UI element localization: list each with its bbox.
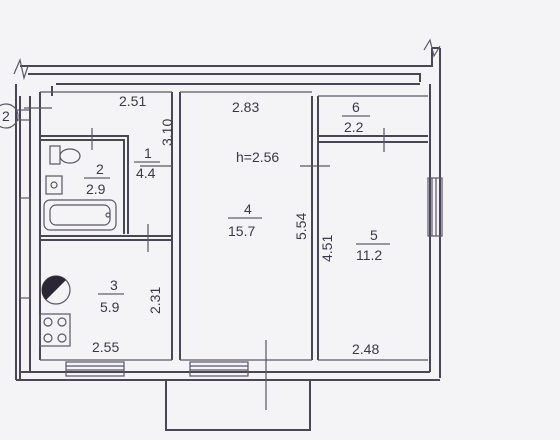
- toilet-icon: [49, 145, 81, 165]
- room-2-number: 2: [96, 161, 104, 177]
- ceiling-height: h=2.56: [236, 149, 279, 165]
- stove-icon: [39, 313, 71, 347]
- room-5-area: 11.2: [356, 247, 382, 263]
- room-2-area: 2.9: [86, 181, 106, 197]
- room-1-number: 1: [144, 145, 152, 161]
- room-6-number: 6: [352, 99, 360, 115]
- room-5-number: 5: [370, 227, 378, 243]
- break-symbol: [423, 38, 441, 58]
- dim-room5-side: 4.51: [319, 235, 335, 262]
- sink-icon: [45, 175, 63, 195]
- room-6-area: 2.2: [344, 119, 364, 135]
- room-3-number: 3: [110, 277, 118, 293]
- room-4-area: 15.7: [228, 223, 255, 239]
- axis-marker-label: 2: [2, 108, 10, 124]
- dim-corridor-top: 2.51: [119, 93, 146, 109]
- room-4-number: 4: [244, 201, 252, 217]
- windows: [19, 177, 443, 377]
- room-3-area: 5.9: [100, 299, 120, 315]
- dim-room3-side: 2.31: [147, 287, 163, 314]
- dim-room3-bottom: 2.55: [92, 339, 119, 355]
- dim-room4-top: 2.83: [232, 99, 259, 115]
- axis-marker: [0, 103, 19, 129]
- dim-room4-side: 5.54: [293, 213, 309, 240]
- door-ticks: [24, 107, 385, 410]
- dim-room1-side: 3.10: [159, 119, 175, 146]
- outer-walls: [15, 47, 441, 431]
- break-symbol-left: [13, 58, 29, 81]
- dim-room5-bottom: 2.48: [352, 341, 379, 357]
- bathtub-icon: [43, 199, 117, 231]
- room-1-area: 4.4: [136, 165, 156, 181]
- radiator-hatching: [16, 109, 30, 121]
- boiler-icon: [41, 275, 71, 305]
